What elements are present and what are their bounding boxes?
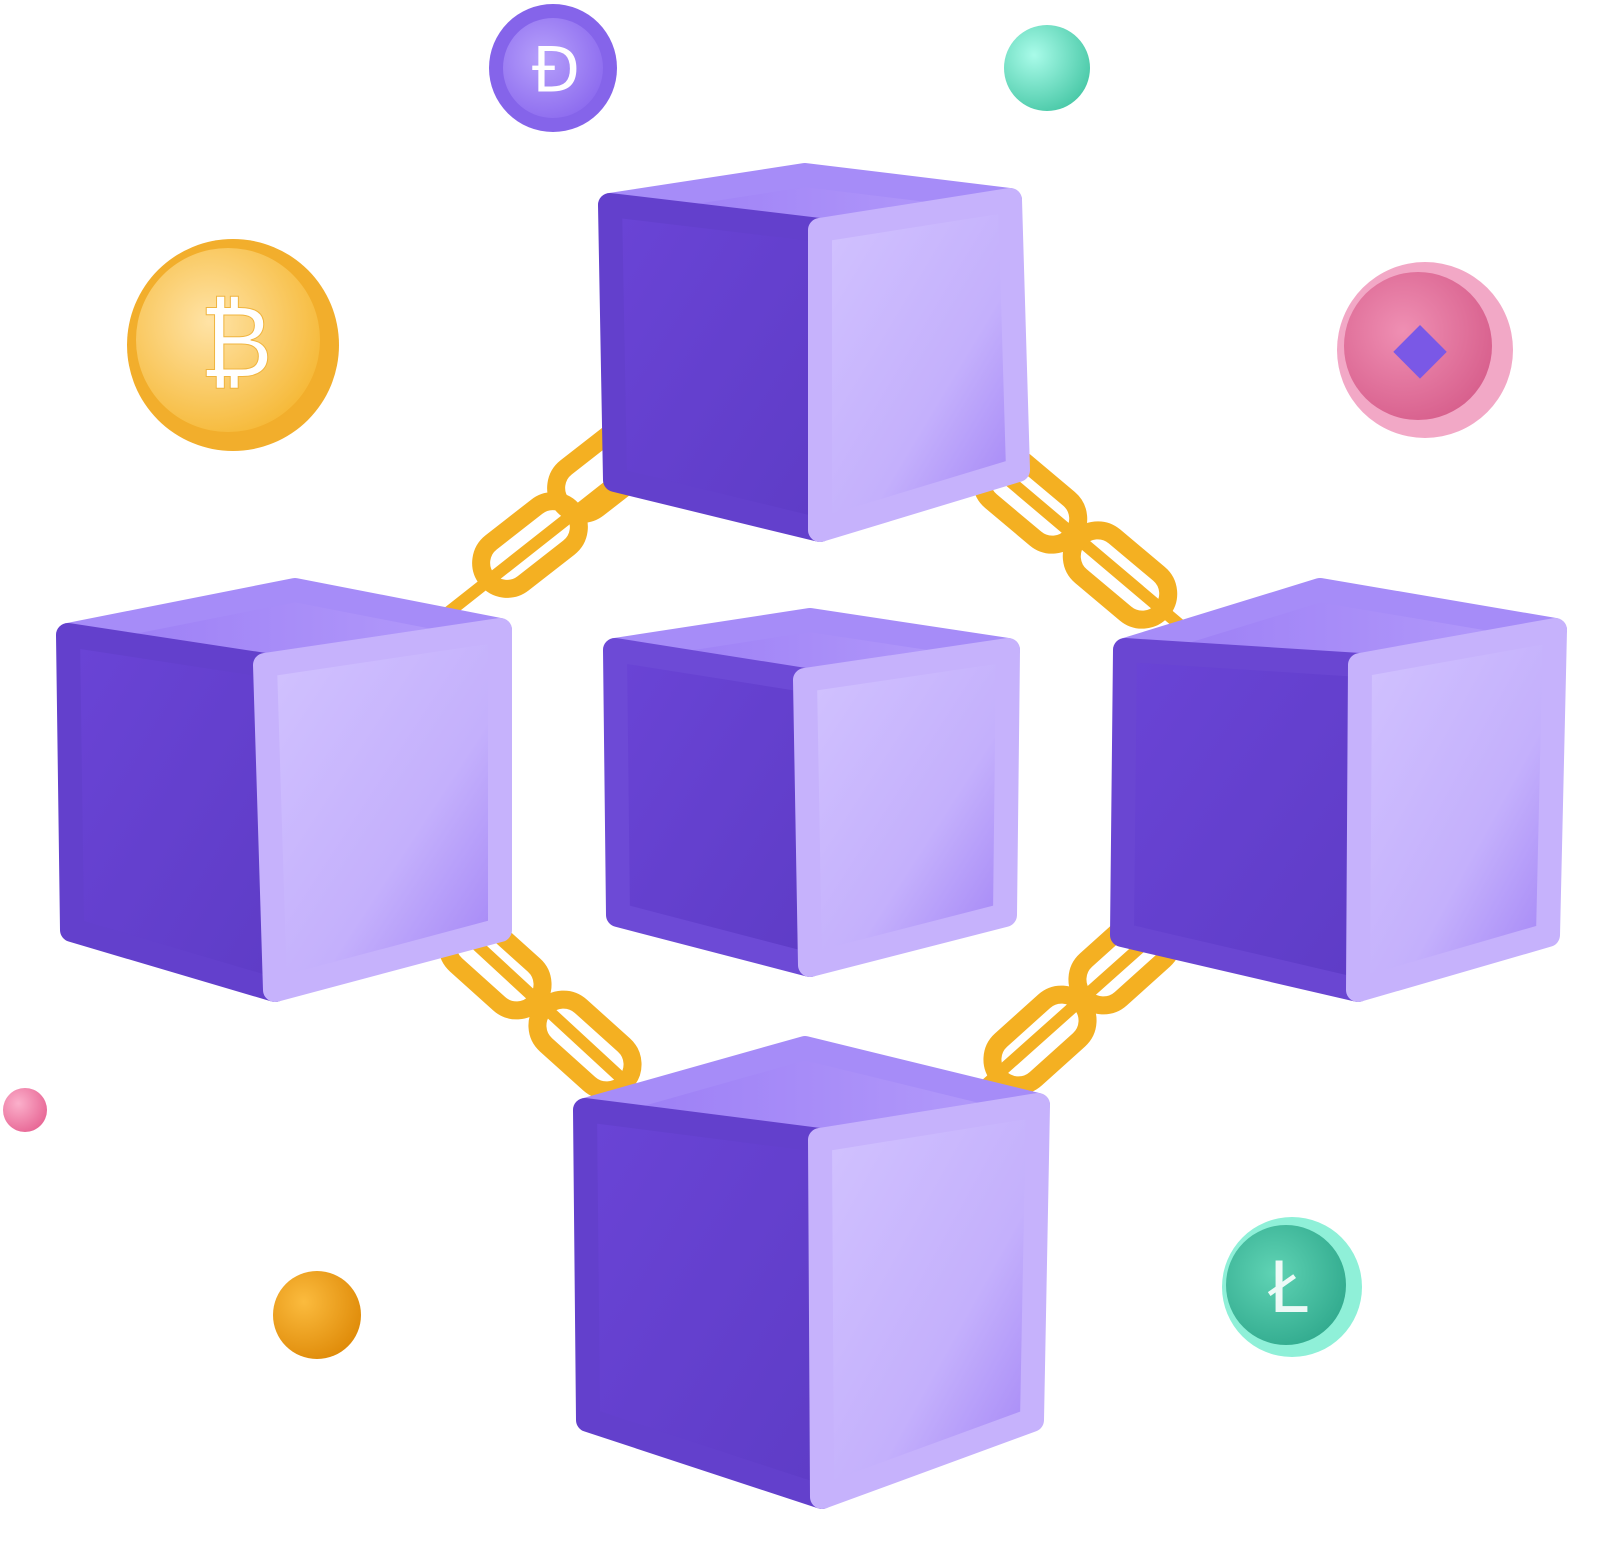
cube-bottom — [573, 1036, 1050, 1509]
dogecoin-coin: Đ — [489, 4, 617, 132]
litecoin-symbol: Ł — [1267, 1247, 1307, 1329]
ethereum-coin: ◆ — [1337, 262, 1513, 438]
ethereum-symbol: ◆ — [1393, 305, 1447, 387]
orange-sphere — [273, 1271, 361, 1359]
cube-top — [598, 163, 1030, 542]
dogecoin-symbol: Đ — [532, 34, 580, 107]
bitcoin-symbol: ₿ — [199, 284, 273, 401]
cube-left — [56, 578, 512, 1002]
litecoin-coin: Ł — [1222, 1217, 1362, 1357]
teal-sphere — [1004, 25, 1090, 111]
cube-center — [603, 608, 1020, 977]
pink-sphere — [3, 1088, 47, 1132]
cube-right — [1110, 578, 1567, 1002]
bitcoin-coin: ₿ — [127, 239, 339, 451]
